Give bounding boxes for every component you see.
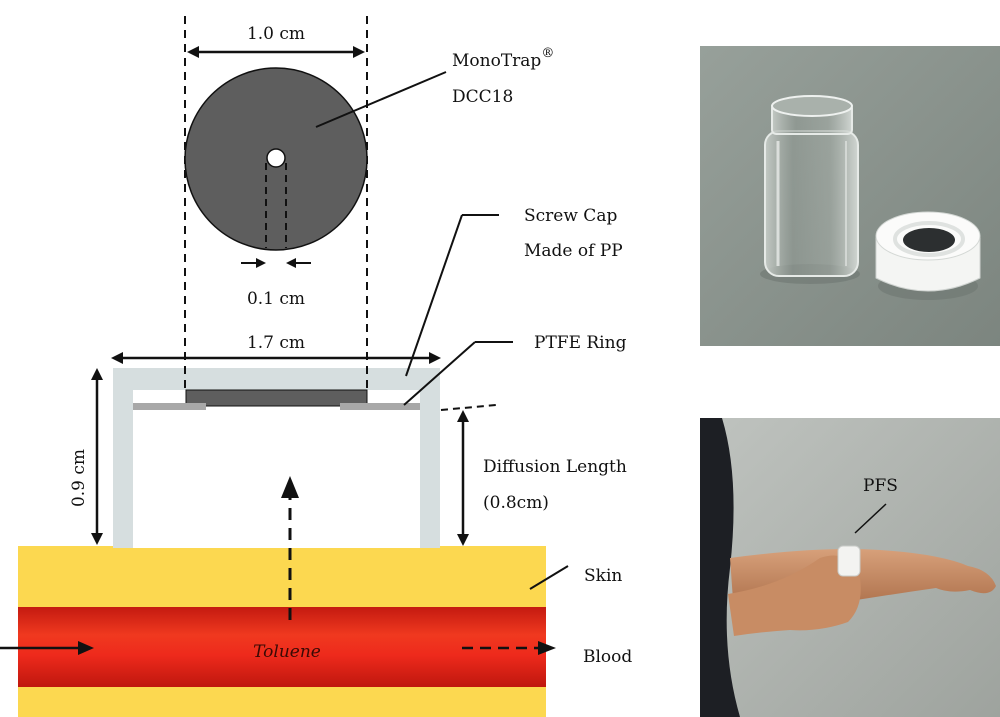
cap-septum (903, 228, 955, 252)
glass-vial-mouth (771, 95, 853, 117)
vial-photo-drawing (700, 46, 1000, 346)
arrowhead (256, 258, 266, 268)
diffusion-length-value: (0.8cm) (483, 493, 549, 513)
ptfe-ring-right (340, 403, 420, 410)
screw-cap-leader (405, 214, 463, 377)
arm-photo-drawing (700, 418, 1000, 717)
arrowhead (111, 352, 123, 364)
hole-width-label: 0.1 cm (247, 289, 305, 309)
cap-left-wall (113, 368, 133, 548)
monotrap-disc-in-cap (185, 389, 368, 407)
cap-inner-space (133, 390, 420, 548)
arrowhead (281, 476, 299, 498)
pfs-label: PFS (863, 476, 898, 496)
monotrap-label: MonoTrap® (452, 46, 554, 71)
arrowhead (286, 258, 296, 268)
blood-vessel (18, 607, 546, 687)
diffusion-top-extension (440, 404, 497, 411)
arrowhead (78, 641, 94, 655)
arm-with-sampler-photo: PFS (700, 418, 1000, 717)
cap-height-label: 0.9 cm (69, 449, 89, 507)
pfs-leader (854, 503, 887, 534)
arrowhead (91, 368, 103, 380)
cap-right-wall (420, 368, 440, 548)
cap-top-wall (113, 368, 440, 390)
vial-and-cap-photo (700, 46, 1000, 346)
skin-label: Skin (584, 566, 622, 586)
screw-cap-label: Screw Cap (524, 206, 617, 226)
blood-label: Blood (583, 647, 632, 667)
disc-center-hole (266, 148, 286, 168)
arrowhead (353, 46, 365, 58)
ptfe-ring-label: PTFE Ring (534, 333, 627, 353)
ptfe-ring-left (133, 403, 206, 410)
arrowhead (538, 641, 556, 655)
screw-cap-sublabel: Made of PP (524, 241, 623, 261)
monotrap-sublabel: DCC18 (452, 87, 513, 107)
dark-sleeve (700, 418, 740, 717)
monotrap-leader (315, 71, 447, 128)
cap-width-label: 1.7 cm (247, 333, 305, 353)
arrowhead (429, 352, 441, 364)
ptfe-ring-leader (403, 341, 476, 406)
arrowhead (457, 410, 469, 422)
skin-leader (529, 565, 569, 590)
arrowhead (187, 46, 199, 58)
diffusion-length-label: Diffusion Length (483, 457, 627, 477)
arrowhead (457, 534, 469, 546)
disc-width-label: 1.0 cm (247, 24, 305, 44)
pfs-device (837, 545, 861, 577)
holding-hand (728, 555, 861, 636)
arrowhead (91, 533, 103, 545)
toluene-label: Toluene (253, 642, 321, 662)
